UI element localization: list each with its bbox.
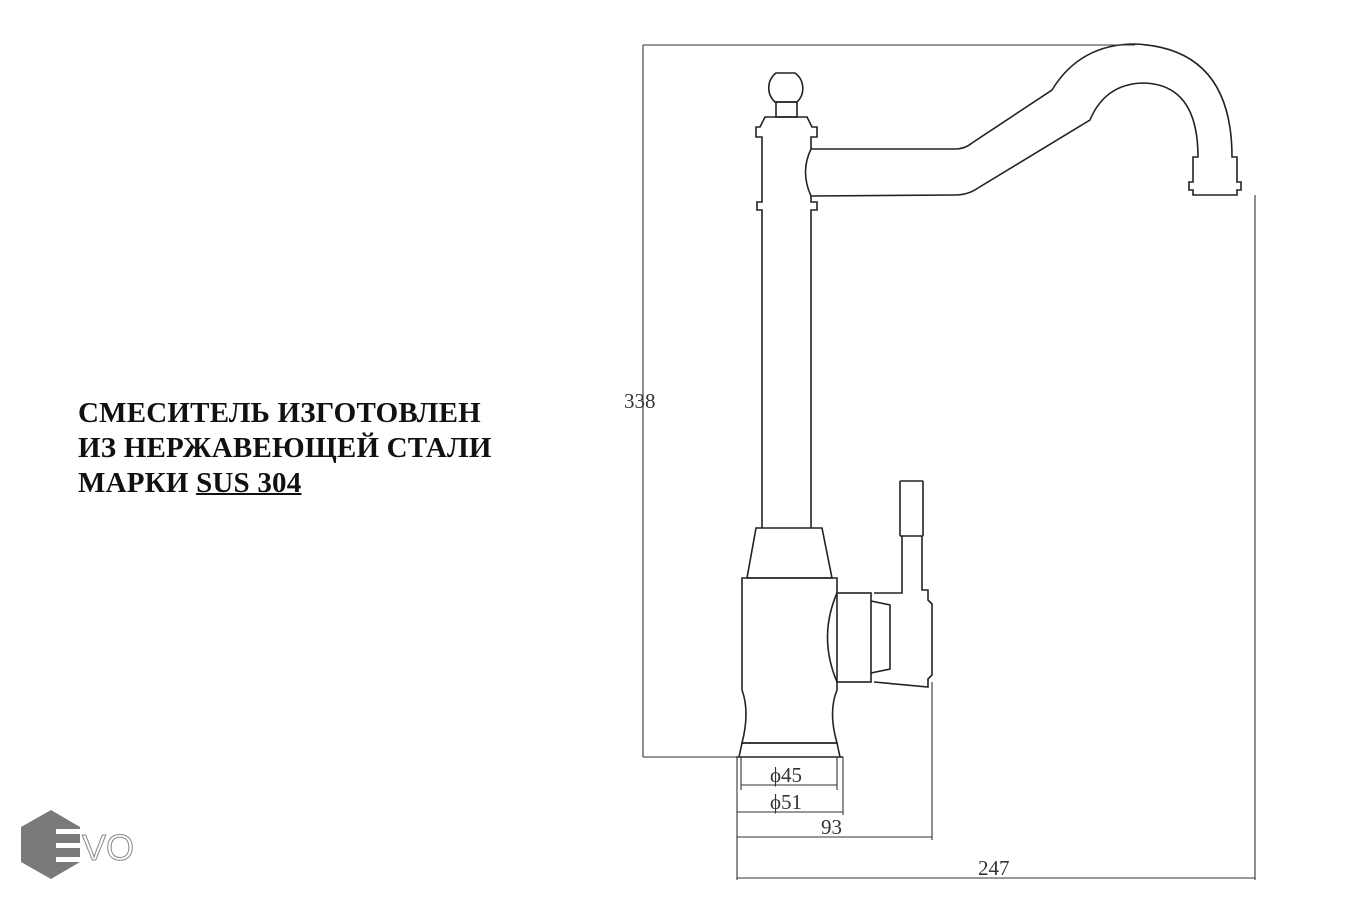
caption-line-1: СМЕСИТЕЛЬ ИЗГОТОВЛЕН: [78, 397, 481, 429]
height-dimension-label: 338: [624, 389, 656, 413]
spout-reach-label: 247: [978, 856, 1010, 880]
faucet-column: [755, 116, 818, 528]
inner-diameter-label: ϕ45: [770, 763, 802, 787]
caption-prefix: МАРКИ: [78, 467, 197, 499]
outer-diameter-label: ϕ51: [770, 790, 802, 814]
logo-text: VO: [82, 827, 134, 868]
caption-line-2: ИЗ НЕРЖАВЕЮЩЕЙ СТАЛИ: [78, 432, 492, 464]
caption-line-3: МАРКИ SUS 304: [78, 466, 492, 501]
material-caption: СМЕСИТЕЛЬ ИЗГОТОВЛЕН ИЗ НЕРЖАВЕЮЩЕЙ СТАЛ…: [78, 396, 492, 501]
material-grade: SUS 304: [196, 467, 302, 499]
lever-handle: [836, 480, 933, 688]
dimension-lines: [642, 44, 1256, 880]
faucet-body: [736, 527, 843, 758]
top-knob: [767, 72, 804, 118]
spout: [810, 43, 1242, 197]
handle-reach-label: 93: [821, 815, 842, 839]
evo-logo: VO: [21, 810, 135, 879]
